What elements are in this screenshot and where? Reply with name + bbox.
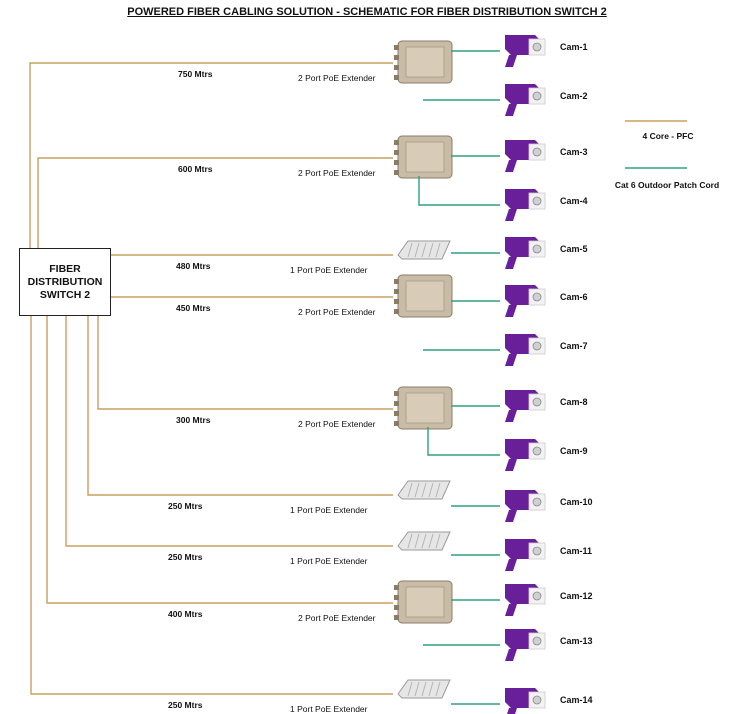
extender-label: 2 Port PoE Extender <box>298 419 376 429</box>
run-distance-label: 400 Mtrs <box>168 609 203 619</box>
camera-label: Cam-12 <box>560 591 593 601</box>
camera-label: Cam-3 <box>560 147 588 157</box>
camera-icon <box>505 189 546 221</box>
camera-icon <box>505 439 546 471</box>
patch-cord <box>418 176 500 206</box>
camera-icon <box>505 237 546 269</box>
diagram-title: POWERED FIBER CABLING SOLUTION - SCHEMAT… <box>127 6 607 18</box>
extender-label: 2 Port PoE Extender <box>298 73 376 83</box>
camera-label: Cam-14 <box>560 695 593 705</box>
run-distance-label: 600 Mtrs <box>178 164 213 174</box>
camera-label: Cam-11 <box>560 546 593 556</box>
camera-label: Cam-6 <box>560 292 588 302</box>
poe-extender-2port-icon <box>394 274 453 318</box>
extender-label: 2 Port PoE Extender <box>298 168 376 178</box>
camera-icon <box>505 688 546 714</box>
pfc-cable <box>37 157 393 248</box>
camera-label: Cam-5 <box>560 244 588 254</box>
extender-label: 1 Port PoE Extender <box>290 556 368 566</box>
legend-pfc-label: 4 Core - PFC <box>642 131 694 141</box>
poe-extender-1port-icon <box>397 480 451 500</box>
camera-label: Cam-8 <box>560 397 588 407</box>
run-distance-label: 300 Mtrs <box>176 415 211 425</box>
legend-patch-label: Cat 6 Outdoor Patch Cord <box>614 180 720 190</box>
poe-extender-1port-icon <box>397 240 451 260</box>
camera-label: Cam-1 <box>560 42 588 52</box>
camera-label: Cam-7 <box>560 341 588 351</box>
camera-icon <box>505 140 546 172</box>
run-distance-label: 750 Mtrs <box>178 69 213 79</box>
poe-extender-2port-icon <box>394 135 453 179</box>
camera-icon <box>505 285 546 317</box>
patch-cord <box>427 427 500 456</box>
run-distance-label: 250 Mtrs <box>168 552 203 562</box>
pfc-cable <box>65 316 393 547</box>
run-distance-label: 450 Mtrs <box>176 303 211 313</box>
poe-extender-2port-icon <box>394 580 453 624</box>
camera-label: Cam-2 <box>560 91 588 101</box>
poe-extender-2port-icon <box>394 386 453 430</box>
run-distance-label: 480 Mtrs <box>176 261 211 271</box>
camera-label: Cam-4 <box>560 196 588 206</box>
camera-icon <box>505 35 546 67</box>
extender-label: 1 Port PoE Extender <box>290 265 368 275</box>
extender-label: 2 Port PoE Extender <box>298 613 376 623</box>
camera-icon <box>505 334 546 366</box>
run-distance-label: 250 Mtrs <box>168 501 203 511</box>
pfc-cable <box>87 316 393 496</box>
camera-icon <box>505 629 546 661</box>
fiber-distribution-switch: FIBER DISTRIBUTION SWITCH 2 <box>19 248 111 316</box>
poe-extender-1port-icon <box>397 531 451 551</box>
camera-icon <box>505 490 546 522</box>
run-distance-label: 250 Mtrs <box>168 700 203 710</box>
camera-label: Cam-9 <box>560 446 588 456</box>
camera-icon <box>505 584 546 616</box>
poe-extender-2port-icon <box>394 40 453 84</box>
camera-label: Cam-13 <box>560 636 593 646</box>
extender-label: 1 Port PoE Extender <box>290 704 368 714</box>
camera-icon <box>505 539 546 571</box>
extender-label: 1 Port PoE Extender <box>290 505 368 515</box>
camera-label: Cam-10 <box>560 497 593 507</box>
camera-icon <box>505 84 546 116</box>
pfc-cable <box>29 62 393 248</box>
pfc-cable <box>46 316 393 604</box>
extender-label: 2 Port PoE Extender <box>298 307 376 317</box>
pfc-cable <box>97 316 393 410</box>
camera-icon <box>505 390 546 422</box>
poe-extender-1port-icon <box>397 679 451 699</box>
pfc-cable <box>30 316 393 695</box>
